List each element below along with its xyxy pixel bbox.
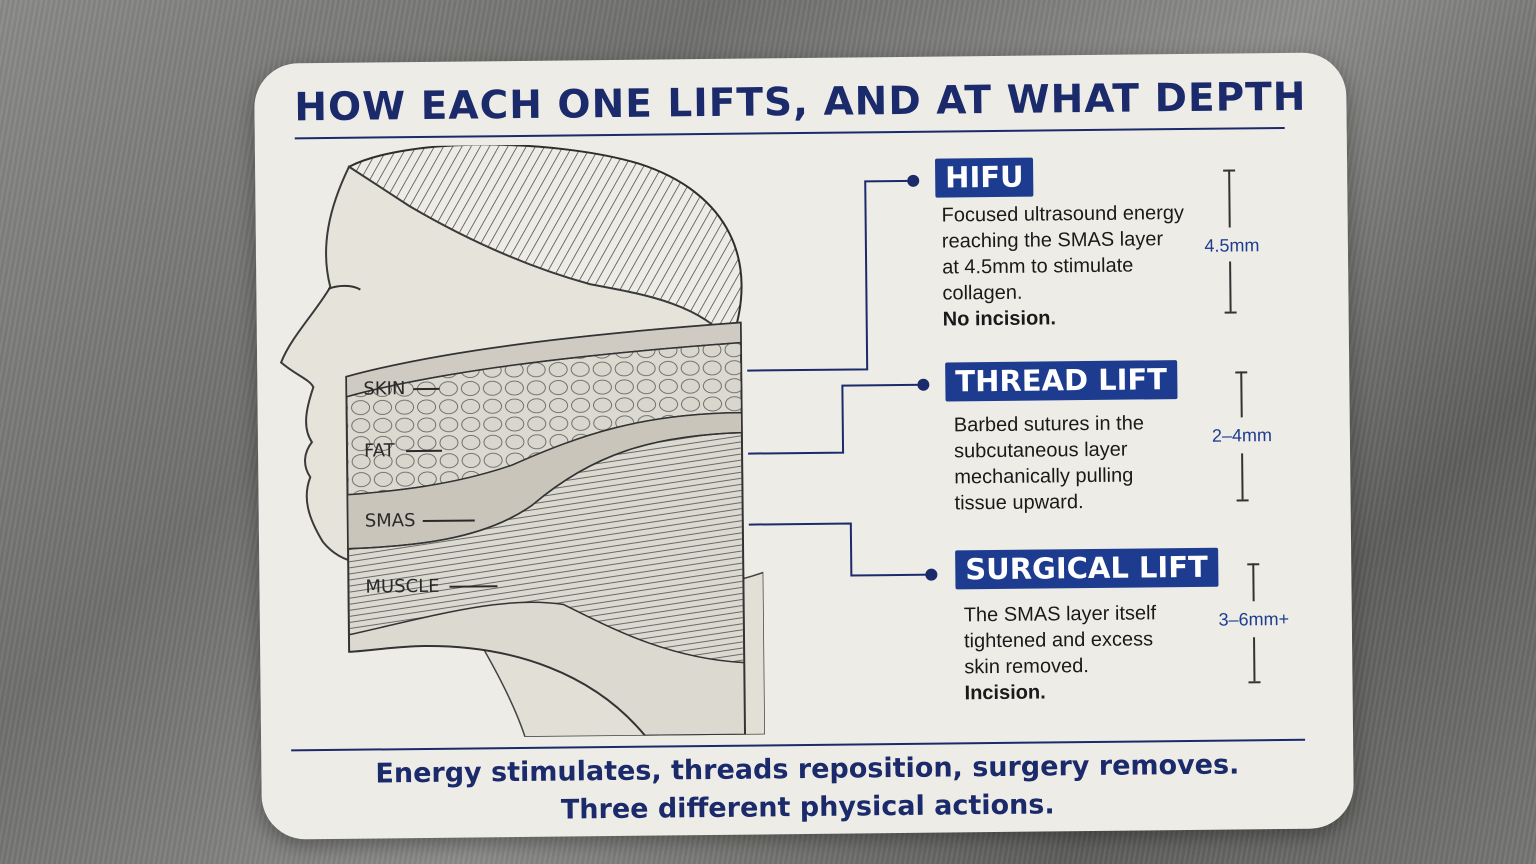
hifu-depth: 4.5mm	[1182, 235, 1282, 257]
hifu-line-1: Focused ultrasound energy	[941, 200, 1184, 229]
surgical-lift-line-1: The SMAS layer itself	[964, 600, 1157, 628]
thread-lift-line-1: Barbed sutures in the	[954, 410, 1144, 438]
surgical-lift-description: The SMAS layer itself tightened and exce…	[964, 600, 1157, 706]
hifu-badge: HIFU	[935, 158, 1034, 198]
surgical-lift-depth-bar-bottom	[1253, 637, 1255, 681]
thread-lift-line-3: mechanically pulling	[954, 462, 1144, 490]
thread-lift-depth-cap-bottom	[1237, 499, 1249, 501]
surgical-lift-badge: SURGICAL LIFT	[955, 548, 1218, 590]
hifu-line-4: collagen.	[942, 278, 1185, 307]
surgical-lift-depth-cap-bottom	[1248, 681, 1260, 683]
hifu-line-2: reaching the SMAS layer	[942, 226, 1185, 255]
hifu-depth-cap-bottom	[1225, 311, 1237, 313]
layer-label-smas: SMAS	[365, 510, 416, 532]
thread-lift-badge: THREAD LIFT	[945, 360, 1177, 401]
layer-label-skin: SKIN	[363, 378, 405, 399]
info-card: HOW EACH ONE LIFTS, AND AT WHAT DEPTH	[254, 52, 1354, 839]
hifu-depth-bar-bottom	[1229, 262, 1232, 312]
hifu-emphasis: No incision.	[943, 304, 1186, 333]
thread-lift-line-2: subcutaneous layer	[954, 436, 1144, 464]
layer-label-muscle: MUSCLE	[365, 576, 439, 598]
footer-summary-line-1: Energy stimulates, threads reposition, s…	[261, 748, 1353, 790]
hifu-description: Focused ultrasound energy reaching the S…	[941, 200, 1185, 333]
surgical-lift-line-2: tightened and excess	[964, 626, 1157, 654]
footer-summary-line-2: Three different physical actions.	[262, 786, 1354, 828]
thread-lift-line-4: tissue upward.	[954, 488, 1144, 516]
thread-lift-depth-bar-bottom	[1241, 453, 1243, 499]
thread-lift-description: Barbed sutures in the subcutaneous layer…	[954, 410, 1145, 516]
title-divider	[295, 127, 1285, 139]
thread-lift-depth: 2–4mm	[1192, 425, 1292, 447]
skin-leader-line	[413, 388, 439, 390]
surgical-lift-depth-bar-top	[1252, 563, 1254, 601]
card-title: HOW EACH ONE LIFTS, AND AT WHAT DEPTH	[254, 74, 1346, 130]
thread-lift-depth-bar-top	[1240, 371, 1242, 417]
hifu-line-3: at 4.5mm to stimulate	[942, 252, 1185, 281]
hifu-depth-bar-top	[1228, 170, 1231, 228]
face-cross-section-illustration	[259, 142, 765, 739]
surgical-lift-depth: 3–6mm+	[1204, 609, 1304, 631]
surgical-lift-line-3: skin removed.	[964, 652, 1157, 680]
surgical-lift-emphasis: Incision.	[964, 678, 1157, 706]
layer-label-fat: FAT	[364, 440, 395, 461]
